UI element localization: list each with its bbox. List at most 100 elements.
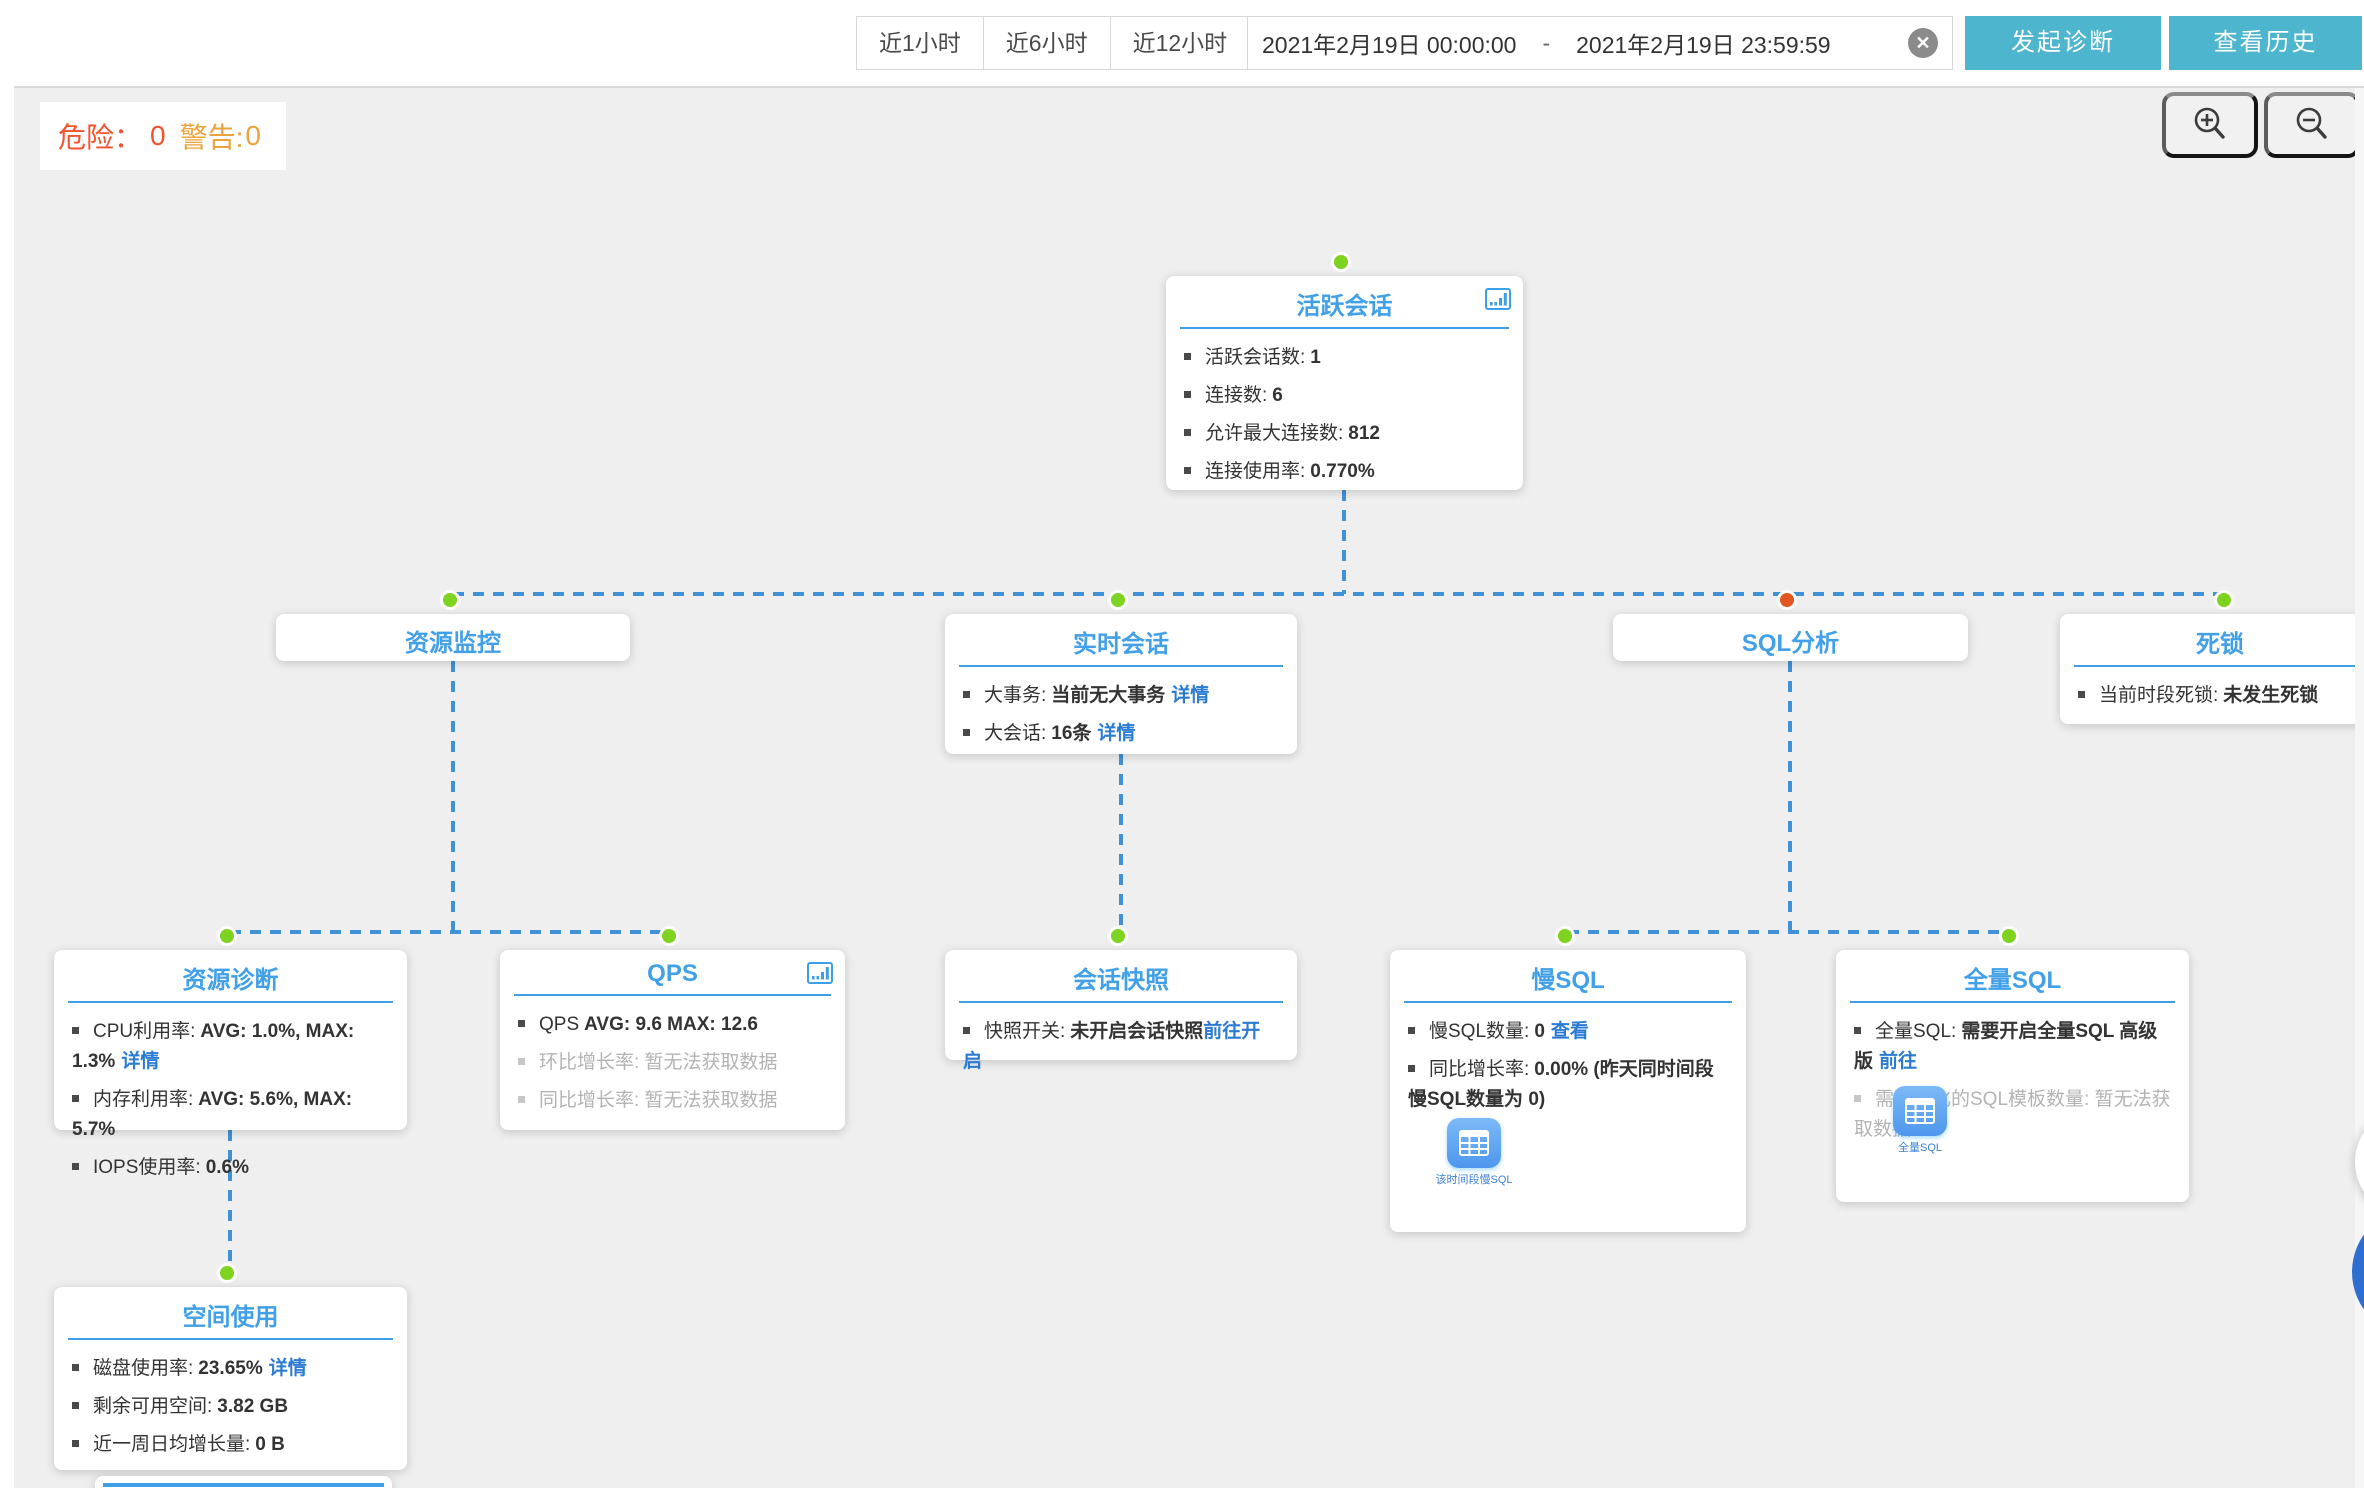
metric-label: 连接数: (1205, 385, 1268, 406)
node-title: 资源监控 (405, 630, 501, 657)
date-start[interactable]: 2021年2月19日 00:00:00 (1262, 32, 1517, 58)
metric-label: 当前时段死锁: (2099, 685, 2219, 706)
metric-value: AVG: 5.6%, MAX: 5.7% (72, 1089, 353, 1140)
bullet-icon (1854, 1027, 1861, 1034)
metric-label: 同比增长率: 暂无法获取数据 (539, 1090, 778, 1111)
metric-value: 812 (1348, 423, 1380, 444)
metric-item: 连接数:6 (1184, 381, 1505, 411)
time-range-1h-button[interactable]: 近1小时 (856, 16, 984, 70)
metric-label: 内存利用率: (93, 1089, 194, 1110)
health-dot-active-session (1331, 252, 1351, 272)
metric-item: 快照开关:未开启会话快照前往开启 (963, 1017, 1279, 1077)
danger-label: 危险： (58, 122, 143, 153)
vertical-scrollbar[interactable] (2355, 88, 2364, 1488)
bullet-icon (72, 1402, 79, 1409)
node-realtime-session[interactable]: 实时会话 大事务:当前无大事务详情 大会话:16条详情 (945, 614, 1297, 754)
title-underline (2074, 665, 2364, 667)
metric-value: 未开启会话快照 (1070, 1021, 1204, 1042)
node-active-session[interactable]: 活跃会话 活跃会话数:1 连接数:6 允许最大连接数:812 连接使用率:0.7… (1166, 276, 1523, 490)
full-sql-shortcut[interactable]: 全量SQL (1872, 1086, 1968, 1155)
title-underline (103, 1483, 384, 1487)
node-title: 活跃会话 (1296, 293, 1393, 320)
health-dot-deadlock (2214, 590, 2234, 610)
metric-value: 6 (1272, 385, 1283, 406)
metric-label: 活跃会话数: (1205, 347, 1306, 368)
metric-label: 慢SQL数量: (1429, 1021, 1530, 1042)
health-dot-session-snapshot (1108, 926, 1128, 946)
metric-label: 同比增长率: (1429, 1059, 1530, 1080)
view-history-button[interactable]: 查看历史 (2169, 16, 2362, 70)
danger-count: 0 (150, 120, 166, 151)
node-resource-diagnosis[interactable]: 资源诊断 CPU利用率:AVG: 1.0%, MAX: 1.3%详情 内存利用率… (54, 950, 407, 1178)
metric-value: AVG: 9.6 MAX: 12.6 (584, 1014, 758, 1035)
bullet-icon (1854, 1095, 1861, 1102)
metric-value: 未发生死锁 (2223, 685, 2319, 706)
node-title: 资源诊断 (182, 967, 279, 994)
slow-sql-shortcut[interactable]: 该时间段慢SQL (1426, 1118, 1522, 1187)
bullet-icon (1184, 391, 1191, 398)
enable-link[interactable]: 前往开启 (963, 1021, 1261, 1072)
view-link[interactable]: 查看 (1550, 1021, 1589, 1042)
node-title: 实时会话 (1073, 631, 1169, 658)
start-diagnosis-button[interactable]: 发起诊断 (1965, 16, 2161, 70)
node-resource-monitor[interactable]: 资源监控 (276, 614, 630, 661)
zoom-in-button[interactable] (2162, 92, 2258, 158)
node-title: SQL分析 (1741, 630, 1840, 657)
metric-value: 0.6% (205, 1157, 249, 1178)
detail-link[interactable]: 详情 (121, 1051, 160, 1072)
time-range-12h-button[interactable]: 近12小时 (1110, 16, 1251, 70)
bullet-icon (72, 1163, 79, 1170)
time-range-6h-button[interactable]: 近6小时 (983, 16, 1111, 70)
magnifier-minus-icon (2296, 107, 2327, 139)
node-title: 死锁 (2196, 631, 2244, 658)
health-dot-full-sql (1999, 926, 2019, 946)
metric-item: 全量SQL:需要开启全量SQL 高级版前往 (1854, 1017, 2171, 1077)
node-full-sql[interactable]: 全量SQL 全量SQL:需要开启全量SQL 高级版前往 需要优化的SQL模板数量… (1836, 950, 2189, 1202)
bullet-icon (1184, 353, 1191, 360)
metric-label: 磁盘使用率: (93, 1358, 194, 1379)
detail-link[interactable]: 详情 (1097, 723, 1136, 744)
metric-item: 磁盘使用率:23.65%详情 (72, 1354, 389, 1384)
metric-item: 活跃会话数:1 (1184, 343, 1505, 373)
topology-canvas: 危险： 0 警告: 0 (14, 86, 2364, 1488)
clear-date-icon[interactable]: ✕ (1908, 28, 1938, 58)
date-end[interactable]: 2021年2月19日 23:59:59 (1576, 32, 1831, 58)
metric-item: 内存利用率:AVG: 5.6%, MAX: 5.7% (72, 1085, 389, 1145)
metric-item: IOPS使用率:0.6% (72, 1153, 389, 1183)
date-range-picker[interactable]: 2021年2月19日 00:00:00 - 2021年2月19日 23:59:5… (1247, 16, 1953, 70)
node-space-usage[interactable]: 空间使用 磁盘使用率:23.65%详情 剩余可用空间:3.82 GB 近一周日均… (54, 1287, 407, 1470)
metric-label: 近一周日均增长量: (93, 1434, 251, 1455)
metric-label: 连接使用率: (1205, 461, 1306, 482)
metric-item: 连接使用率:0.770% (1184, 457, 1505, 487)
node-session-snapshot[interactable]: 会话快照 快照开关:未开启会话快照前往开启 (945, 950, 1297, 1072)
metric-item: 当前时段死锁:未发生死锁 (2078, 681, 2362, 711)
floating-help-button[interactable] (2355, 1107, 2364, 1217)
magnifier-plus-icon (2194, 107, 2225, 139)
metric-item: 同比增长率:0.00% (昨天同时间段慢SQL数量为 0) (1408, 1055, 1728, 1115)
detail-link[interactable]: 详情 (268, 1358, 307, 1379)
detail-link[interactable]: 详情 (1171, 685, 1210, 706)
node-sql-analysis[interactable]: SQL分析 (1613, 614, 1968, 661)
metric-label: CPU利用率: (93, 1021, 196, 1042)
partial-node-card[interactable] (95, 1476, 392, 1488)
node-deadlock[interactable]: 死锁 当前时段死锁:未发生死锁 (2060, 614, 2364, 724)
go-link[interactable]: 前往 (1879, 1051, 1918, 1072)
health-dot-space-usage (217, 1263, 237, 1283)
metric-value: 需要开启全量SQL 高级版 (1854, 1021, 2158, 1072)
bar-chart-icon[interactable] (807, 962, 833, 989)
zoom-out-button[interactable] (2264, 92, 2360, 158)
bullet-icon (518, 1058, 525, 1065)
time-range-group: 近1小时 近6小时 近12小时 (856, 16, 1251, 70)
metric-label: 环比增长率: 暂无法获取数据 (539, 1052, 778, 1073)
health-dot-resource-monitor (440, 590, 460, 610)
bullet-icon (72, 1027, 79, 1034)
bar-chart-icon[interactable] (1485, 288, 1511, 315)
status-badge: 危险： 0 警告: 0 (40, 102, 286, 170)
metric-item: 环比增长率: 暂无法获取数据 (518, 1048, 827, 1078)
alert-dot-sql-analysis (1777, 590, 1797, 610)
node-title: QPS (647, 960, 698, 987)
